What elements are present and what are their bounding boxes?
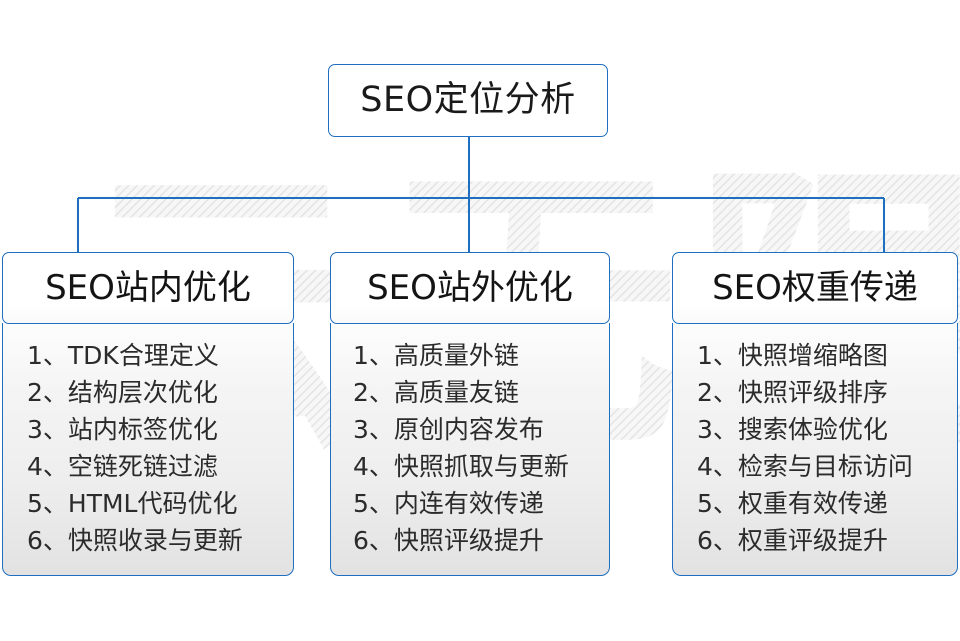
branch-column-2: SEO站外优化 1、高质量外链 2、高质量友链 3、原创内容发布 4、快照抓取与… <box>330 252 610 576</box>
list-item: 3、站内标签优化 <box>27 415 218 444</box>
branch-header-2[interactable]: SEO站外优化 <box>330 252 610 324</box>
root-node[interactable]: SEO定位分析 <box>328 64 608 137</box>
branch-list-1: 1、TDK合理定义 2、结构层次优化 3、站内标签优化 4、空链死链过滤 5、H… <box>2 323 294 576</box>
list-item: 5、HTML代码优化 <box>27 489 238 518</box>
list-item: 4、快照抓取与更新 <box>353 452 569 481</box>
branch-header-label-3: SEO权重传递 <box>712 268 918 308</box>
branch-list-2: 1、高质量外链 2、高质量友链 3、原创内容发布 4、快照抓取与更新 5、内连有… <box>330 323 610 576</box>
branch-header-1[interactable]: SEO站内优化 <box>2 252 294 324</box>
list-item: 4、空链死链过滤 <box>27 452 218 481</box>
list-item: 2、快照评级排序 <box>697 378 888 407</box>
list-item: 3、搜索体验优化 <box>697 415 888 444</box>
branch-header-label-2: SEO站外优化 <box>367 268 573 308</box>
branch-column-3: SEO权重传递 1、快照增缩略图 2、快照评级排序 3、搜索体验优化 4、检索与… <box>672 252 958 576</box>
list-item: 1、快照增缩略图 <box>697 341 888 370</box>
branch-list-3: 1、快照增缩略图 2、快照评级排序 3、搜索体验优化 4、检索与目标访问 5、权… <box>672 323 958 576</box>
list-item: 6、快照收录与更新 <box>27 526 243 555</box>
list-item: 2、高质量友链 <box>353 378 519 407</box>
list-item: 6、权重评级提升 <box>697 526 888 555</box>
root-node-title: SEO定位分析 <box>360 80 576 120</box>
list-item: 3、原创内容发布 <box>353 415 544 444</box>
list-item: 2、结构层次优化 <box>27 378 218 407</box>
list-item: 5、内连有效传递 <box>353 489 544 518</box>
list-item: 1、TDK合理定义 <box>27 341 219 370</box>
list-item: 5、权重有效传递 <box>697 489 888 518</box>
list-item: 1、高质量外链 <box>353 341 519 370</box>
branch-header-3[interactable]: SEO权重传递 <box>672 252 958 324</box>
branch-header-label-1: SEO站内优化 <box>45 268 251 308</box>
list-item: 4、检索与目标访问 <box>697 452 913 481</box>
list-item: 6、快照评级提升 <box>353 526 544 555</box>
branch-column-1: SEO站内优化 1、TDK合理定义 2、结构层次优化 3、站内标签优化 4、空链… <box>2 252 294 576</box>
